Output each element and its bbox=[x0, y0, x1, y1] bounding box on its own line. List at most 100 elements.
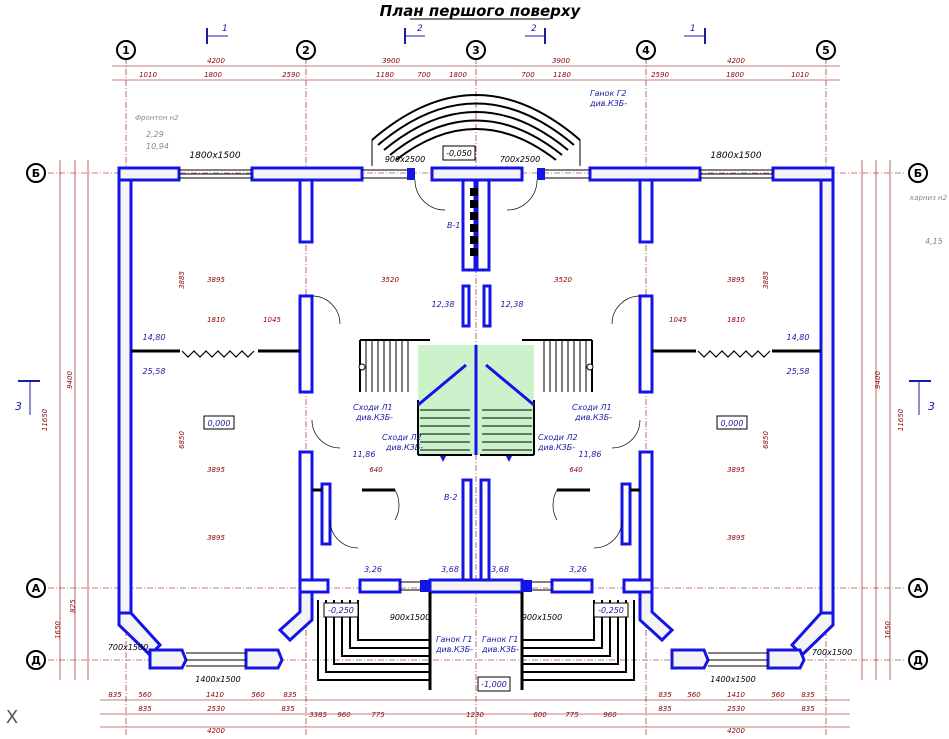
svg-text:2590: 2590 bbox=[282, 71, 300, 79]
axis-markers: 1 2 3 4 5 Б Б А А Д Д bbox=[26, 40, 928, 670]
svg-text:560: 560 bbox=[138, 691, 152, 699]
svg-text:3895: 3895 bbox=[207, 276, 225, 284]
svg-text:3900: 3900 bbox=[552, 57, 570, 65]
mark-b1: В-1 bbox=[447, 221, 460, 230]
porch-top-ref: див.КЗБ- bbox=[589, 99, 627, 108]
axis-marker-2: 2 bbox=[296, 40, 316, 60]
svg-text:9400: 9400 bbox=[66, 371, 74, 389]
window-label-top-center-right: 700x2500 bbox=[500, 155, 540, 164]
area-12: 3,68 bbox=[491, 565, 509, 574]
window-label-bottom-3: 900x1500 bbox=[390, 613, 430, 622]
svg-text:960: 960 bbox=[603, 711, 617, 719]
svg-text:960: 960 bbox=[337, 711, 351, 719]
svg-text:835: 835 bbox=[801, 691, 815, 699]
svg-text:1800: 1800 bbox=[449, 71, 467, 79]
porch-b2-ref: див.КЗБ- bbox=[481, 645, 519, 654]
svg-text:Б: Б bbox=[32, 167, 40, 180]
window-label-bottom-2: 1400x1500 bbox=[710, 675, 755, 684]
svg-text:А: А bbox=[914, 582, 923, 595]
svg-text:2: 2 bbox=[302, 44, 310, 57]
svg-text:835: 835 bbox=[801, 705, 815, 713]
svg-text:1800: 1800 bbox=[726, 71, 744, 79]
svg-text:4200: 4200 bbox=[727, 727, 745, 735]
svg-text:1650: 1650 bbox=[884, 621, 892, 639]
dims-top-total: 4200 3900 3900 4200 bbox=[207, 57, 745, 65]
level-bottom-center-box bbox=[477, 676, 511, 692]
svg-text:2: 2 bbox=[531, 24, 537, 34]
interior-thin-walls bbox=[131, 349, 821, 492]
partition-walls bbox=[298, 178, 654, 594]
level-left-room: 0,000 bbox=[208, 419, 231, 428]
svg-text:3895: 3895 bbox=[207, 466, 225, 474]
area-5: 12,38 bbox=[432, 300, 455, 309]
level-right-box bbox=[716, 415, 748, 430]
svg-text:1: 1 bbox=[122, 44, 130, 57]
svg-text:1810: 1810 bbox=[727, 316, 745, 324]
svg-text:6850: 6850 bbox=[762, 431, 770, 449]
svg-text:3: 3 bbox=[15, 400, 22, 413]
svg-text:835: 835 bbox=[658, 691, 672, 699]
section-mark-1-right: 1 bbox=[684, 24, 706, 44]
area-1: 14,80 bbox=[143, 333, 166, 342]
area-10: 3,26 bbox=[569, 565, 587, 574]
svg-text:3520: 3520 bbox=[381, 276, 399, 284]
bottom-porches bbox=[317, 592, 635, 690]
stair-cells bbox=[470, 188, 478, 256]
svg-text:825: 825 bbox=[69, 599, 77, 613]
area-8: 11,86 bbox=[579, 450, 602, 459]
section-mark-1-left: 1 bbox=[206, 24, 228, 44]
window-label-corner-2: 700x1500 bbox=[812, 648, 852, 657]
svg-text:1010: 1010 bbox=[139, 71, 157, 79]
stair-3-ref: див.КЗБ- bbox=[537, 443, 575, 452]
svg-text:1: 1 bbox=[222, 24, 228, 34]
dims-top-detail: 1010 1800 2590 1180 700 1800 700 1180 25… bbox=[139, 71, 809, 79]
axis-marker-1: 1 bbox=[116, 40, 136, 60]
axis-marker-3: 3 bbox=[466, 40, 486, 60]
axis-marker-d-right: Д bbox=[908, 650, 928, 670]
plan-title: План першого поверху bbox=[380, 2, 582, 20]
svg-text:9400: 9400 bbox=[874, 371, 882, 389]
svg-text:1410: 1410 bbox=[727, 691, 745, 699]
area-2: 25,58 bbox=[143, 367, 166, 376]
axis-marker-4: 4 bbox=[636, 40, 656, 60]
svg-text:835: 835 bbox=[281, 705, 295, 713]
area-7: 11,86 bbox=[353, 450, 376, 459]
level-bottom-center: -1,000 bbox=[481, 680, 507, 689]
svg-text:4: 4 bbox=[642, 44, 650, 57]
svg-text:3: 3 bbox=[928, 400, 935, 413]
svg-text:1650: 1650 bbox=[54, 621, 62, 639]
svg-text:Б: Б bbox=[914, 167, 922, 180]
svg-text:2590: 2590 bbox=[651, 71, 669, 79]
svg-text:700: 700 bbox=[521, 71, 535, 79]
svg-text:Д: Д bbox=[913, 654, 923, 667]
svg-text:3895: 3895 bbox=[727, 276, 745, 284]
area-11: 3,68 bbox=[441, 565, 459, 574]
level-bottom-right-box bbox=[593, 602, 629, 618]
window-label-top-right: 1800x1500 bbox=[710, 151, 761, 161]
level-top-box bbox=[442, 145, 476, 161]
svg-text:1010: 1010 bbox=[791, 71, 809, 79]
top-windows bbox=[179, 169, 773, 179]
svg-text:3885: 3885 bbox=[762, 271, 770, 289]
stair-4-ref: див.КЗБ- bbox=[574, 413, 612, 422]
zigzag-right bbox=[697, 350, 771, 358]
level-bottom-left: -0,250 bbox=[328, 606, 354, 615]
porch-b1-label: Ганок Г1 bbox=[436, 635, 472, 644]
svg-text:1230: 1230 bbox=[466, 711, 484, 719]
svg-text:1810: 1810 bbox=[207, 316, 225, 324]
svg-text:4200: 4200 bbox=[207, 727, 225, 735]
level-right-room: 0,000 bbox=[721, 419, 744, 428]
stair-1-label: Сходи Л1 bbox=[353, 403, 393, 412]
svg-text:3520: 3520 bbox=[554, 276, 572, 284]
svg-text:3385: 3385 bbox=[309, 711, 327, 719]
gable-left-label: Фронтон н2 bbox=[135, 114, 179, 122]
window-label-top-center-left: 900x2500 bbox=[385, 155, 425, 164]
svg-text:4200: 4200 bbox=[207, 57, 225, 65]
svg-text:11650: 11650 bbox=[897, 408, 905, 431]
window-label-bottom-1: 1400x1500 bbox=[195, 675, 240, 684]
porch-b2-label: Ганок Г1 bbox=[482, 635, 518, 644]
svg-text:3895: 3895 bbox=[727, 466, 745, 474]
axis-marker-a-left: А bbox=[26, 578, 46, 598]
svg-text:1410: 1410 bbox=[206, 691, 224, 699]
